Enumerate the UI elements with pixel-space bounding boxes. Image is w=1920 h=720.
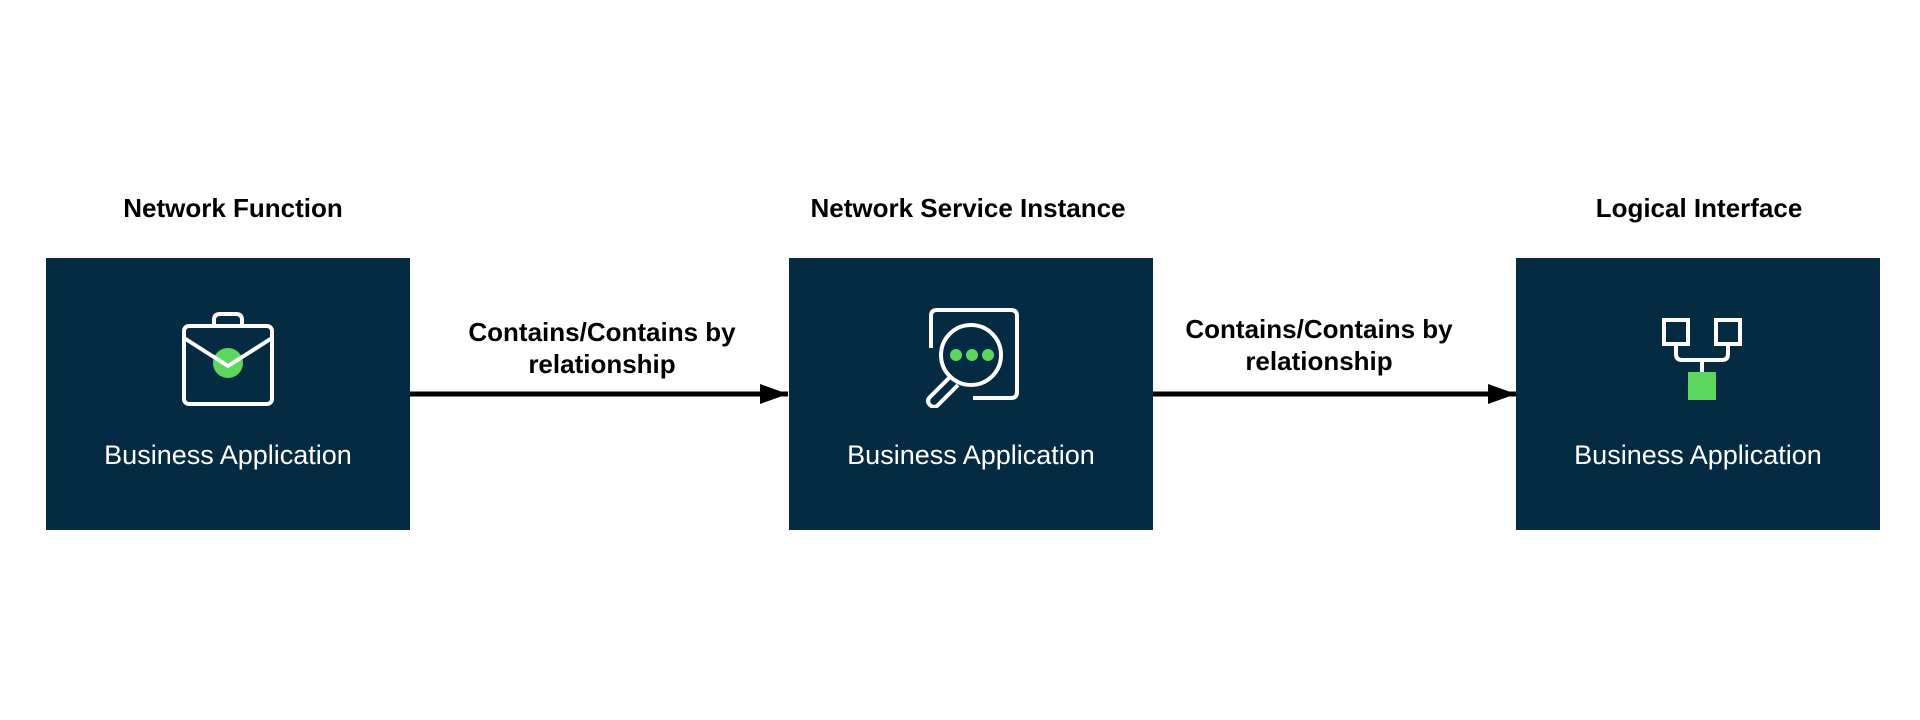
node-title-network-function: Network Function	[123, 193, 343, 223]
node-label: Business Application	[104, 440, 352, 470]
hierarchy-icon	[1662, 318, 1742, 400]
node-label: Business Application	[1574, 440, 1822, 470]
node-network-function[interactable]: Business Application	[46, 258, 410, 530]
node-network-service-instance[interactable]: Business Application	[789, 258, 1153, 530]
search-chat-icon	[926, 308, 1019, 408]
edge-label-line1: Contains/Contains by	[1185, 314, 1453, 344]
edge-label-2: Contains/Contains by relationship	[1149, 313, 1489, 377]
edge-label-line2: relationship	[528, 349, 676, 379]
node-title-logical-interface: Logical Interface	[1595, 193, 1803, 223]
briefcase-icon	[182, 312, 274, 406]
arrowhead-1	[760, 384, 788, 404]
node-title-network-service-instance: Network Service Instance	[810, 193, 1126, 223]
node-logical-interface[interactable]: Business Application	[1516, 258, 1880, 530]
arrowhead-2	[1488, 384, 1516, 404]
node-label: Business Application	[847, 440, 1095, 470]
edge-label-1: Contains/Contains by relationship	[432, 316, 772, 380]
edge-label-line1: Contains/Contains by	[468, 317, 736, 347]
edge-label-line2: relationship	[1245, 346, 1393, 376]
